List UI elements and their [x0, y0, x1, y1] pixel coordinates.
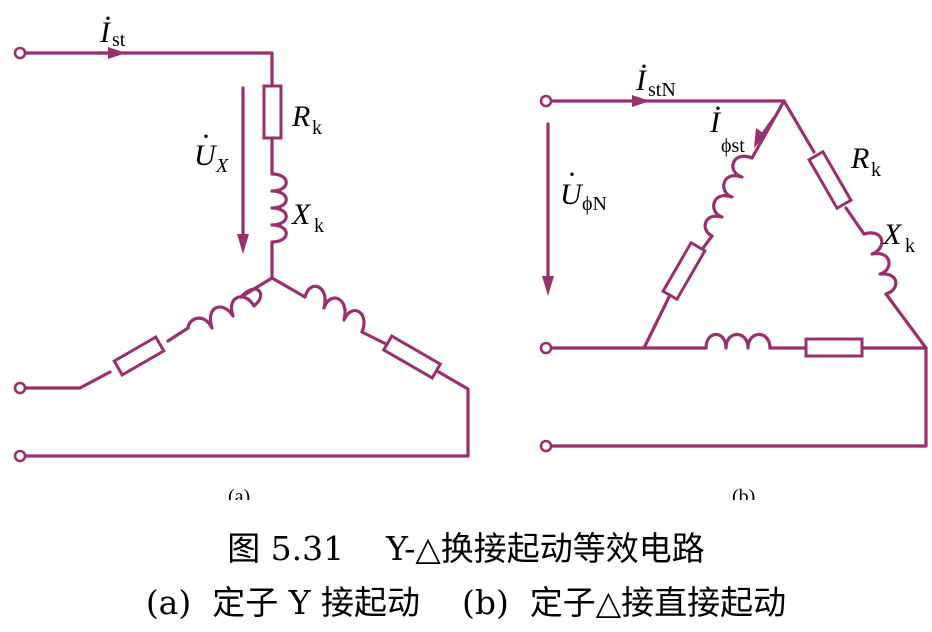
svg-text:st: st [112, 29, 126, 51]
svg-text:·: · [567, 158, 577, 191]
svg-text:X: X [215, 155, 229, 177]
svg-text:·: · [639, 50, 649, 83]
b-terminal-bottom [539, 439, 553, 453]
a-label-reactance: X k [291, 198, 324, 237]
svg-text:X: X [291, 198, 312, 231]
b-terminal-top [539, 94, 553, 108]
figure-caption-subtitle: (a) 定子 Y 接起动 (b) 定子△接直接起动 [145, 583, 787, 622]
b-right-resistor [807, 149, 853, 211]
a-right-to-bottom [20, 369, 470, 458]
svg-text:·: · [103, 2, 113, 35]
circuit-a: · I st · U X R k X k (a) [13, 2, 470, 500]
a-left-branch-2 [166, 326, 190, 343]
b-right-side-mid [844, 206, 866, 236]
a-voltage-arrowhead [237, 234, 249, 254]
svg-text:I: I [635, 64, 648, 97]
b-right-side-bottom [884, 292, 928, 350]
b-left-side-top [750, 99, 786, 160]
a-top-wire [20, 51, 274, 88]
svg-text:U: U [560, 178, 584, 211]
b-label-reactance: X k [882, 218, 915, 257]
b-label-voltage: · U ϕN [560, 158, 607, 215]
b-left-resistor [661, 240, 707, 302]
a-right-resistor [381, 334, 443, 380]
circuit-b: · I stN · I ϕst · U ϕN R k X k (b) [539, 50, 928, 500]
a-label-resistor: R k [291, 100, 322, 139]
b-label-resistor: R k [850, 142, 881, 181]
svg-text:I: I [99, 16, 112, 49]
svg-text:R: R [850, 142, 869, 175]
svg-text:k: k [905, 235, 915, 257]
svg-text:X: X [882, 218, 903, 251]
b-terminal-mid [539, 341, 553, 355]
svg-text:·: · [201, 120, 211, 153]
b-phase-current-arrowhead [754, 128, 766, 148]
b-right-inductor [862, 231, 898, 296]
a-left-to-terminal [20, 370, 112, 390]
a-current-arrowhead [108, 47, 126, 59]
svg-text:k: k [871, 159, 881, 181]
a-inductor-xk [270, 172, 288, 244]
a-label-voltage: · U X [194, 120, 229, 177]
a-panel-label: (a) [228, 486, 250, 500]
svg-text:k: k [314, 215, 324, 237]
svg-text:I: I [709, 106, 722, 139]
b-label-line-current: · I stN [635, 50, 676, 101]
b-label-phase-current: · I ϕst [709, 92, 745, 157]
b-voltage-arrowhead [542, 276, 554, 296]
circuit-diagram: · I st · U X R k X k (a) [13, 2, 928, 500]
a-terminal-top [13, 46, 27, 60]
svg-text:stN: stN [648, 79, 676, 101]
b-right-side-top [782, 99, 816, 154]
a-right-branch-2 [360, 330, 388, 346]
a-terminal-mid [13, 381, 27, 395]
a-right-branch [270, 276, 307, 299]
a-right-inductor [303, 284, 366, 334]
svg-text:U: U [194, 139, 218, 172]
svg-text:k: k [312, 117, 322, 139]
b-left-inductor [703, 154, 754, 238]
a-resistor-rk [262, 84, 283, 140]
svg-text:ϕN: ϕN [582, 193, 607, 215]
figure-caption-title: 图 5.31 Y-△换接起动等效电路 [227, 529, 705, 568]
a-terminal-bottom [13, 449, 27, 463]
b-panel-label: (b) [732, 486, 755, 500]
b-bottom-resistor [804, 337, 864, 358]
svg-text:·: · [713, 92, 723, 125]
svg-text:ϕst: ϕst [721, 135, 745, 157]
svg-text:R: R [291, 100, 310, 133]
a-left-resistor [112, 335, 166, 377]
a-label-current: · I st [99, 2, 126, 51]
a-left-inductor [186, 287, 263, 330]
b-bottom-side-right [546, 346, 928, 448]
b-left-side-bottom [642, 293, 672, 350]
b-line-current-arrowhead [632, 95, 650, 107]
b-bottom-inductor [704, 332, 772, 350]
